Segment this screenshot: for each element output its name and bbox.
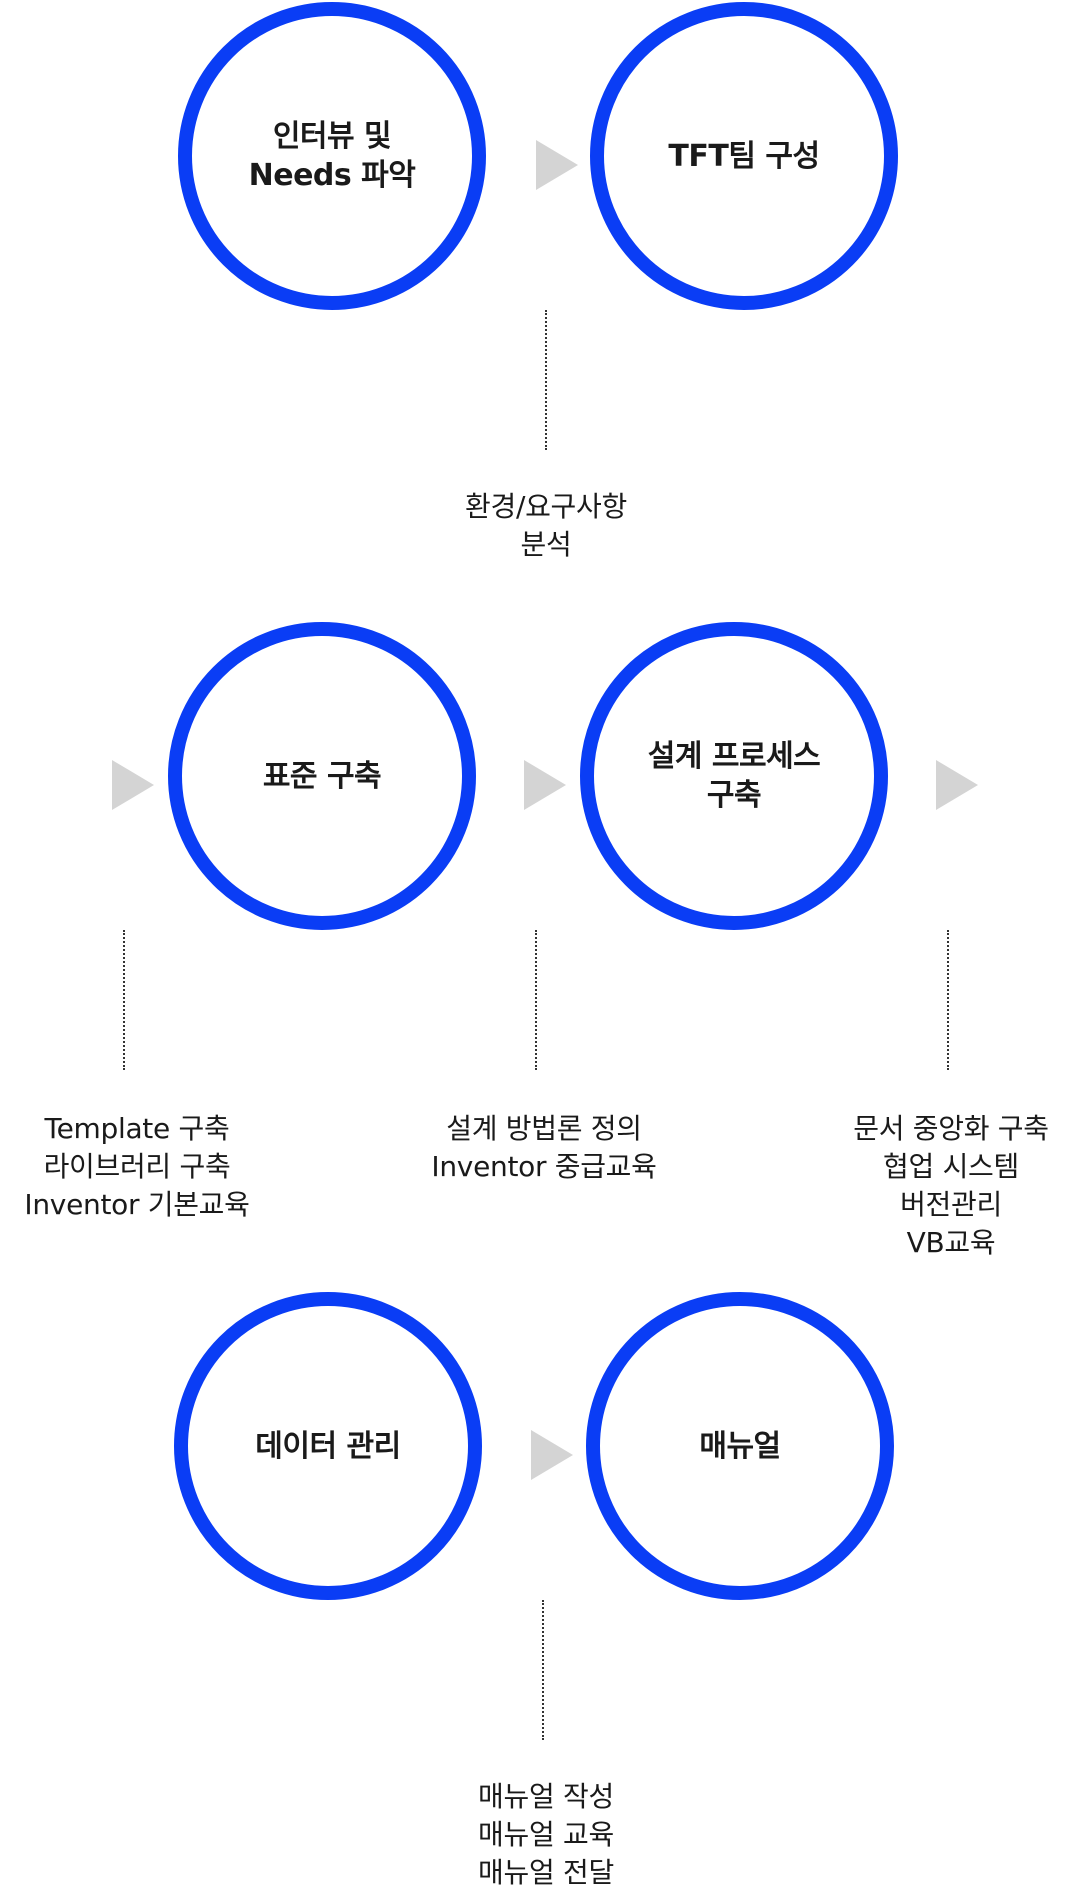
step-tft-team: TFT팀 구성 bbox=[590, 2, 898, 310]
note-manual: 매뉴얼 작성 매뉴얼 교육 매뉴얼 전달 bbox=[478, 1780, 614, 1889]
dotted-connector bbox=[545, 310, 547, 450]
note-standard-build: Template 구축 라이브러리 구축 Inventor 기본교육 bbox=[24, 1112, 250, 1221]
note-document-management: 문서 중앙화 구축 협업 시스템 버전관리 VB교육 bbox=[853, 1112, 1049, 1259]
step-data-management: 데이터 관리 bbox=[174, 1292, 482, 1600]
arrow-right-icon bbox=[524, 760, 566, 810]
step-label: 데이터 관리 bbox=[255, 1428, 401, 1464]
step-interview-needs: 인터뷰 및 Needs 파악 bbox=[178, 2, 486, 310]
arrow-right-icon bbox=[936, 760, 978, 810]
step-label: 표준 구축 bbox=[262, 758, 382, 794]
step-label: 설계 프로세스 구축 bbox=[647, 739, 821, 813]
step-label: 인터뷰 및 Needs 파악 bbox=[248, 119, 416, 193]
step-standard-build: 표준 구축 bbox=[168, 622, 476, 930]
dotted-connector bbox=[535, 930, 537, 1070]
note-environment-analysis: 환경/요구사항 분석 bbox=[465, 490, 627, 561]
arrow-right-icon bbox=[112, 760, 154, 810]
step-design-process: 설계 프로세스 구축 bbox=[580, 622, 888, 930]
step-manual: 매뉴얼 bbox=[586, 1292, 894, 1600]
dotted-connector bbox=[542, 1600, 544, 1740]
dotted-connector bbox=[947, 930, 949, 1070]
step-label: TFT팀 구성 bbox=[668, 138, 820, 174]
dotted-connector bbox=[123, 930, 125, 1070]
arrow-right-icon bbox=[531, 1430, 573, 1480]
arrow-right-icon bbox=[536, 140, 578, 190]
note-design-process: 설계 방법론 정의 Inventor 중급교육 bbox=[431, 1112, 657, 1183]
step-label: 매뉴얼 bbox=[699, 1428, 781, 1464]
